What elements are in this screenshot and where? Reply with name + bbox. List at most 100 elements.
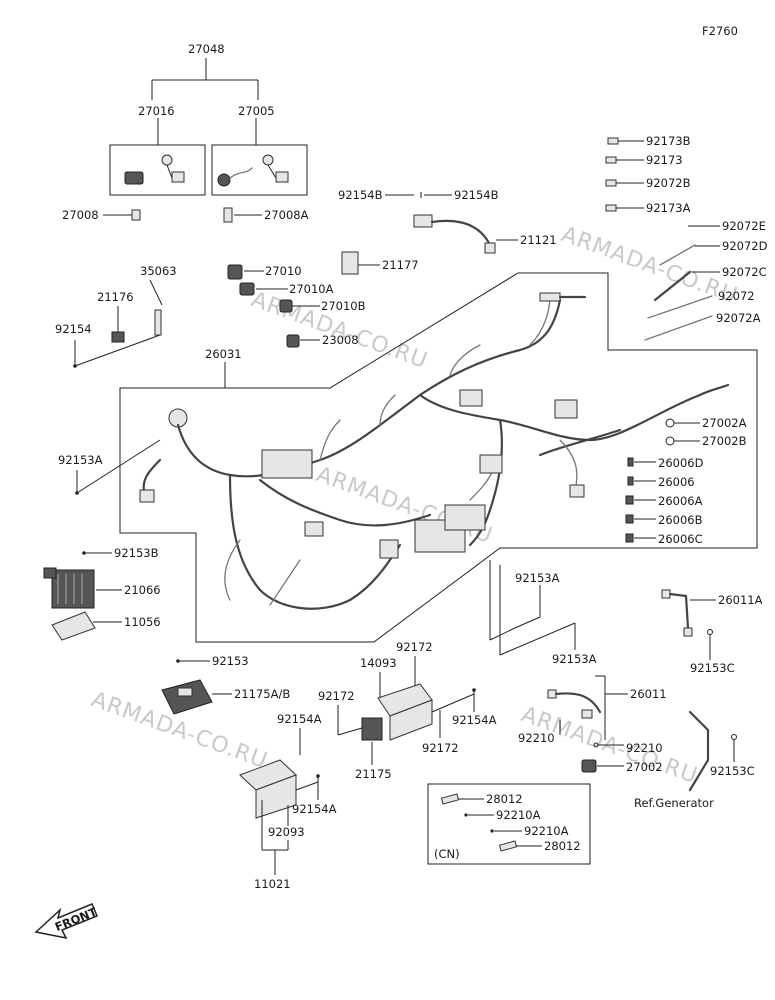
label-26011: 26011 (630, 687, 667, 701)
label-92173: 92173 (646, 153, 683, 167)
label-92153B: 92153B (114, 546, 159, 560)
key-blank-icon-2 (223, 207, 233, 223)
label-92153: 92153 (212, 654, 249, 668)
lead-26011A (661, 589, 693, 637)
label-27002B: 27002B (702, 434, 747, 448)
label-27005: 27005 (238, 104, 275, 118)
label-28012-top: 28012 (486, 792, 523, 806)
bracket-14093-icon (377, 683, 475, 741)
label-92153A-middle: 92153A (515, 571, 560, 585)
front-arrow-icon: FRONT (34, 903, 99, 940)
switch-27010B-icon (279, 299, 293, 313)
label-92153A-bottom: 92153A (552, 652, 597, 666)
label-92154B-left: 92154B (338, 188, 383, 202)
key-set-icon (124, 154, 185, 185)
label-21121: 21121 (520, 233, 557, 247)
label-92072: 92072 (718, 289, 755, 303)
label-92072A: 92072A (716, 311, 761, 325)
label-28012-bottom: 28012 (544, 839, 581, 853)
label-21175: 21175 (355, 767, 392, 781)
label-92172-bottom: 92172 (422, 741, 459, 755)
label-27002: 27002 (626, 760, 663, 774)
label-27002A: 27002A (702, 416, 747, 430)
label-21066: 21066 (124, 583, 161, 597)
label-92173B: 92173B (646, 134, 691, 148)
label-26006: 26006 (658, 475, 695, 489)
figure-code: F2760 (702, 24, 738, 38)
bracket-lines-92153A (489, 560, 576, 656)
terminal-icons-26006 (625, 457, 634, 543)
label-92072C: 92072C (722, 265, 767, 279)
relay-21177-icon (341, 251, 359, 275)
label-92153C-bottom: 92153C (710, 764, 755, 778)
cn-box (427, 783, 591, 865)
label-92210A-2: 92210A (524, 824, 569, 838)
lead-21121 (413, 214, 496, 254)
connector-28012b-icon (498, 840, 518, 852)
label-26006D: 26006D (658, 456, 704, 470)
box-27005 (211, 144, 308, 196)
label-92173A: 92173A (646, 201, 691, 215)
label-26031: 26031 (205, 347, 242, 361)
module-21175-icon (361, 717, 383, 741)
label-27010A: 27010A (289, 282, 334, 296)
label-92172-top: 92172 (396, 640, 433, 654)
label-23008: 23008 (322, 333, 359, 347)
switch-27010-icon (227, 264, 243, 280)
key-blank-icon (131, 209, 141, 221)
bracket-11021-icon (239, 759, 319, 819)
connector-28012-icon (440, 793, 460, 805)
label-92210-right: 92210 (626, 741, 663, 755)
label-27008: 27008 (62, 208, 99, 222)
label-92154B-right: 92154B (454, 188, 499, 202)
label-92072B: 92072B (646, 176, 691, 190)
label-11021: 11021 (254, 877, 291, 891)
label-21177: 21177 (382, 258, 419, 272)
label-26006B: 26006B (658, 513, 703, 527)
watermark-5: ARMADA-CO.RU (518, 702, 701, 789)
label-92154A-bottom: 92154A (292, 802, 337, 816)
label-14093: 14093 (360, 656, 397, 670)
ecu-21175AB-icon (161, 679, 213, 715)
lead-26011 (547, 689, 602, 719)
label-92154: 92154 (55, 322, 92, 336)
label-92210-left: 92210 (518, 731, 555, 745)
label-92072D: 92072D (722, 239, 768, 253)
label-92154A-right: 92154A (452, 713, 497, 727)
label-92153A-left: 92153A (58, 453, 103, 467)
label-92210A-1: 92210A (496, 808, 541, 822)
clip-icons-top-right (605, 137, 619, 212)
label-27048: 27048 (188, 42, 225, 56)
pad-11056-icon (51, 611, 96, 641)
label-27016: 27016 (138, 104, 175, 118)
bracket-21176 (74, 309, 162, 367)
sensor-23008-icon (286, 334, 300, 348)
ref-generator: Ref.Generator (634, 796, 714, 810)
label-27008A: 27008A (264, 208, 309, 222)
box-27016 (109, 144, 206, 196)
generator-lead (688, 710, 710, 792)
label-92093: 92093 (268, 825, 305, 839)
label-92072E: 92072E (722, 219, 766, 233)
label-27010: 27010 (265, 264, 302, 278)
sensor-27002-icon (581, 759, 597, 773)
main-wiring-harness (139, 292, 730, 610)
label-92153C-right: 92153C (690, 661, 735, 675)
label-92172-left: 92172 (318, 689, 355, 703)
label-26006C: 26006C (658, 532, 703, 546)
label-92154A-left: 92154A (277, 712, 322, 726)
label-11056: 11056 (124, 615, 161, 629)
cn-label: (CN) (434, 847, 460, 861)
label-35063: 35063 (140, 264, 177, 278)
label-26011A: 26011A (718, 593, 763, 607)
regulator-21066-icon (43, 567, 95, 609)
ignition-switch-icon (217, 154, 289, 187)
switch-27010A-icon (239, 282, 255, 296)
tree-27048-lines (151, 58, 259, 145)
main-harness-frame (119, 272, 758, 643)
front-label: FRONT (53, 905, 99, 935)
label-21175AB: 21175A/B (234, 687, 290, 701)
label-27010B: 27010B (321, 299, 366, 313)
label-21176: 21176 (97, 290, 134, 304)
